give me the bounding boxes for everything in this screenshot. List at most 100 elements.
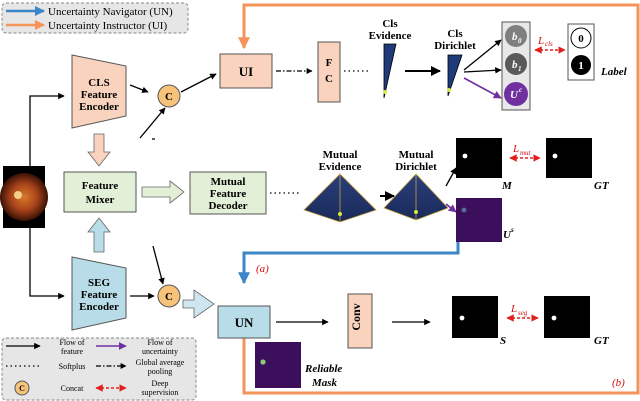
b0-circle bbox=[505, 25, 527, 47]
ui-label: UI bbox=[239, 64, 253, 79]
un-frame bbox=[238, 218, 460, 285]
cls-evidence: Cls Evidence bbox=[369, 18, 412, 99]
cls-feature-encoder: CLS Feature Encoder bbox=[71, 54, 127, 129]
un-block: UN bbox=[217, 305, 271, 339]
fc-line2: C bbox=[325, 73, 333, 85]
fc-line1: F bbox=[326, 57, 333, 69]
seg-feature-encoder: SEG Feature Encoder bbox=[71, 256, 127, 331]
seg-loss-sub: seg bbox=[518, 309, 528, 317]
legend-flow-uncertainty-line1: Flow of bbox=[147, 338, 172, 347]
legend-flow-feature-line1: Flow of bbox=[59, 338, 84, 347]
flow-dirichlet-to-b0 bbox=[463, 39, 502, 71]
mut-loss-sub: mut bbox=[520, 149, 532, 157]
flow-dirichlet-to-us bbox=[445, 203, 457, 213]
s-label: S bbox=[500, 335, 506, 347]
mut-loss-label: L bbox=[512, 143, 519, 155]
concat-seg-label: C bbox=[165, 291, 173, 303]
us-sup: s bbox=[510, 226, 514, 234]
mutual-dirichlet-line2: Dirichlet bbox=[395, 161, 437, 173]
label-caption: Label bbox=[600, 66, 628, 78]
flow-to-seg-encoder bbox=[29, 228, 65, 300]
concat-cls-label: C bbox=[165, 91, 173, 103]
seg-encoder-line2: Feature bbox=[81, 289, 118, 301]
mfd-line1: Mutual bbox=[211, 176, 246, 188]
mfd-line3: Decoder bbox=[208, 200, 247, 212]
gt-mutual-label: GT bbox=[594, 180, 610, 192]
us-label: U bbox=[503, 229, 512, 241]
cls-loss-label: L bbox=[537, 35, 544, 47]
m-label: M bbox=[501, 180, 513, 192]
mutual-dirichlet: Mutual Dirichlet bbox=[383, 149, 449, 221]
conv-label: Conv bbox=[349, 303, 363, 330]
legend-flow-feature-line2: feature bbox=[61, 347, 84, 356]
cls-dirichlet: Cls Dirichlet bbox=[434, 28, 476, 97]
flow-concat-to-ui bbox=[180, 73, 217, 93]
gt-seg-label: GT bbox=[594, 335, 610, 347]
concat-cls: C bbox=[157, 84, 181, 108]
legend-concat-icon-label: C bbox=[19, 384, 25, 393]
mfd-line2: Feature bbox=[210, 188, 247, 200]
flow-mixer-to-cls-concat bbox=[139, 107, 166, 139]
panel-label-a: (a) bbox=[256, 263, 269, 275]
cls-encoder-line1: CLS bbox=[88, 77, 109, 89]
legend-deep-sup-line1: Deep bbox=[152, 379, 169, 388]
fundus-input-image bbox=[0, 166, 48, 228]
mutual-evidence: Mutual Evidence bbox=[303, 149, 377, 223]
reliable-mask: Reliable Mask bbox=[255, 342, 342, 389]
fc-block: F C bbox=[317, 41, 341, 103]
uc-circle bbox=[504, 82, 528, 106]
b0-label: b bbox=[512, 31, 518, 43]
seg-prediction-s: S bbox=[452, 296, 506, 347]
flow-dirichlet-to-b1 bbox=[463, 67, 502, 74]
mutual-feature-decoder: Mutual Feature Decoder bbox=[189, 171, 267, 215]
mutual-dirichlet-line1: Mutual bbox=[399, 149, 434, 161]
feature-mixer: Feature Mixer bbox=[63, 171, 137, 213]
label-stack: 0 1 Label bbox=[567, 23, 628, 81]
b0-sub: 0 bbox=[518, 37, 522, 45]
b1-sub: 1 bbox=[518, 65, 522, 73]
mutual-uncertainty-us: U s bbox=[456, 198, 514, 242]
legend-deep-sup-line2: supervision bbox=[142, 388, 179, 397]
flow-dirichlet-to-uc bbox=[463, 77, 502, 99]
seg-loss-label: L bbox=[510, 303, 517, 315]
legend-flow-uncertainty-line2: uncertainty bbox=[142, 347, 178, 356]
seg-to-mixer-arrow bbox=[87, 217, 111, 253]
label-1: 1 bbox=[578, 60, 584, 72]
flow-dirichlet-to-m bbox=[445, 167, 457, 187]
legend-softplus: Softplus bbox=[59, 362, 86, 371]
cls-evidence-line1: Cls bbox=[382, 18, 398, 30]
label-0: 0 bbox=[578, 33, 584, 45]
seg-encoder-line3: Encoder bbox=[79, 301, 119, 313]
mixer-to-decoder-arrow bbox=[141, 180, 185, 204]
b1-circle bbox=[505, 53, 527, 75]
uc-sup: c bbox=[519, 86, 522, 94]
ui-block: UI bbox=[219, 53, 273, 89]
cls-loss-sub: cls bbox=[545, 40, 553, 48]
concat-seg: C bbox=[157, 284, 181, 308]
flow-to-cls-encoder bbox=[29, 92, 65, 166]
legend-concat: Concat bbox=[61, 384, 84, 393]
top-legend: Uncertainty Navigator (UN) Uncertainty I… bbox=[1, 2, 189, 34]
bottom-legend: Flow of feature Flow of uncertainty Soft… bbox=[1, 337, 197, 401]
cls-to-mixer-arrow bbox=[87, 133, 111, 167]
cls-evidence-line2: Evidence bbox=[369, 30, 412, 42]
flow-seg-encoder-to-concat bbox=[152, 245, 165, 285]
legend-concat-icon bbox=[14, 380, 30, 396]
belief-stack: b 0 b 1 U c bbox=[501, 21, 531, 111]
mutual-prediction-m: M bbox=[456, 138, 513, 192]
seg-encoder-line1: SEG bbox=[88, 277, 110, 289]
cls-dirichlet-line1: Cls bbox=[447, 28, 463, 40]
mixer-line2: Mixer bbox=[86, 194, 115, 206]
b1-label: b bbox=[512, 59, 518, 71]
mutual-evidence-line1: Mutual bbox=[323, 149, 358, 161]
panel-label-b: (b) bbox=[612, 377, 625, 389]
un-legend-label: Uncertainty Navigator (UN) bbox=[48, 6, 173, 18]
mutual-evidence-line2: Evidence bbox=[319, 161, 362, 173]
ui-frame bbox=[242, 3, 640, 395]
mixer-line1: Feature bbox=[82, 180, 119, 192]
legend-gap-line1: Global average bbox=[136, 358, 185, 367]
reliable-mask-line2: Mask bbox=[311, 377, 338, 389]
mutual-ground-truth: GT bbox=[546, 138, 610, 192]
cls-encoder-line2: Feature bbox=[81, 89, 118, 101]
